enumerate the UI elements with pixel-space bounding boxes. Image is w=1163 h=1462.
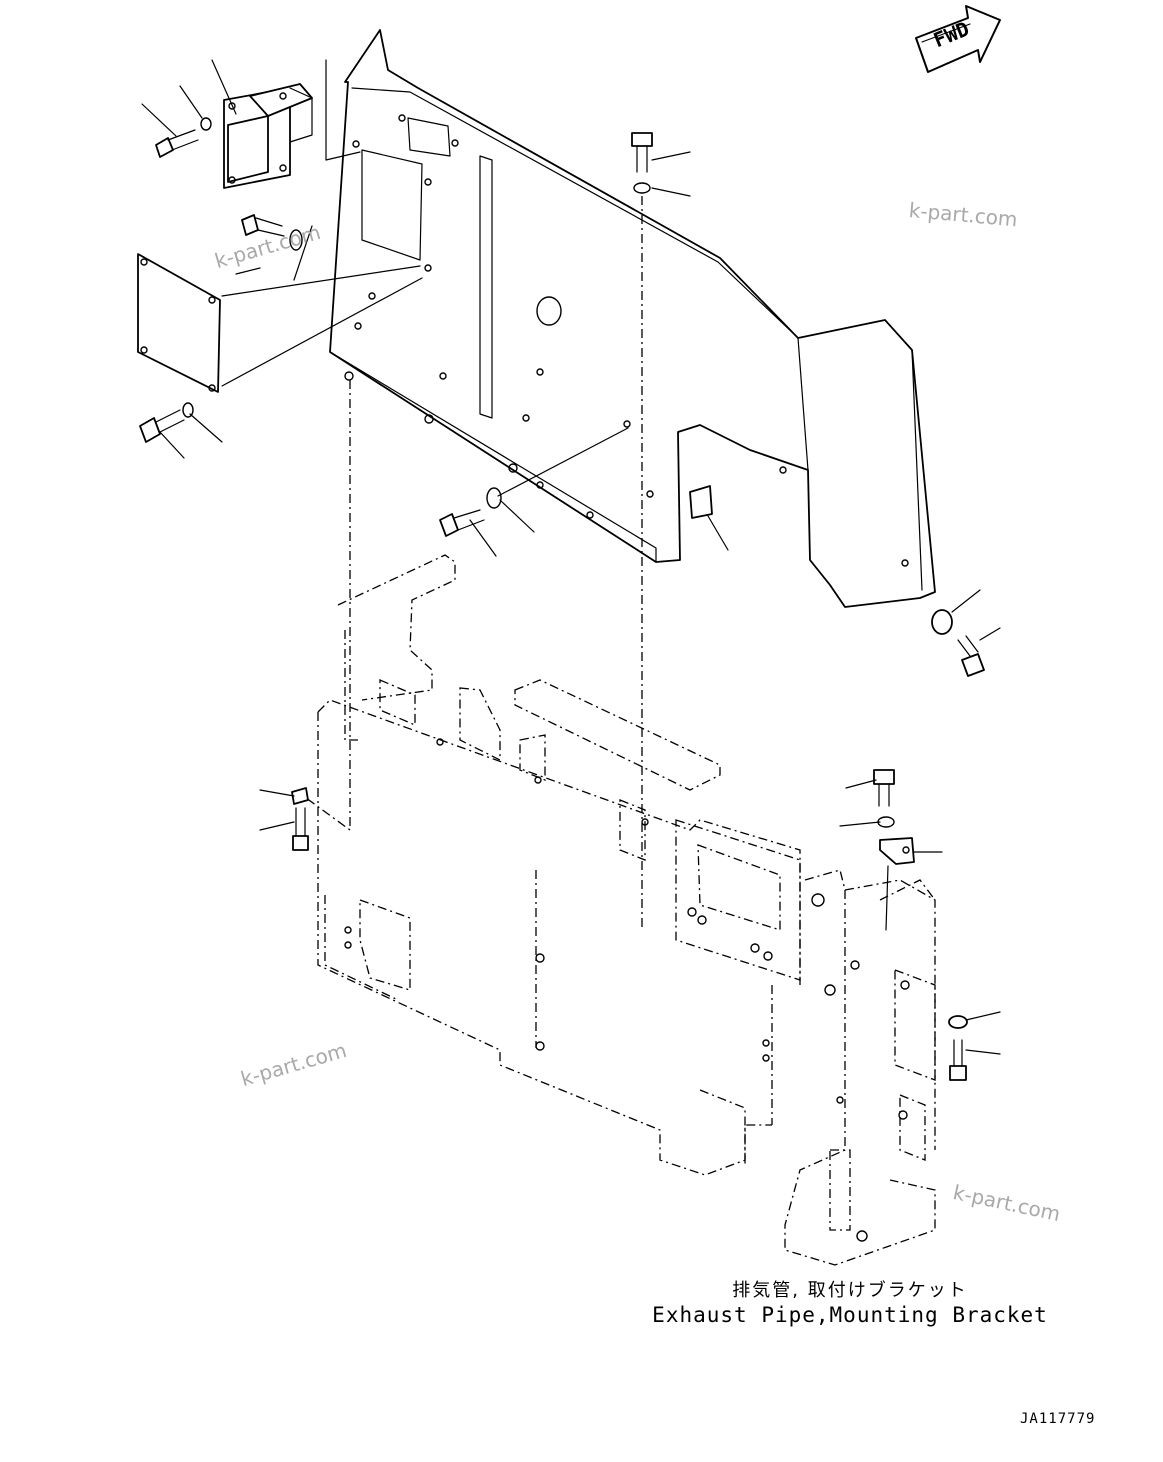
bolt-group-top-left — [139, 59, 313, 459]
caption-english: Exhaust Pipe,Mounting Bracket — [652, 1303, 1048, 1327]
exhaust-outlet-box — [223, 59, 361, 189]
gasket-plate — [137, 253, 423, 393]
fwd-arrow-icon — [915, 5, 1001, 73]
machine-frame — [301, 380, 936, 1266]
bolt-group-right — [931, 589, 1001, 677]
cover-plate — [329, 29, 936, 608]
mounting-bracket — [839, 769, 1001, 1081]
drawing-number: JA117779 — [1020, 1411, 1096, 1427]
bolt-group-center — [439, 132, 729, 930]
caption-japanese: 排気管, 取付けブラケット — [732, 1280, 968, 1301]
bolt-group-lower-left — [259, 787, 309, 851]
